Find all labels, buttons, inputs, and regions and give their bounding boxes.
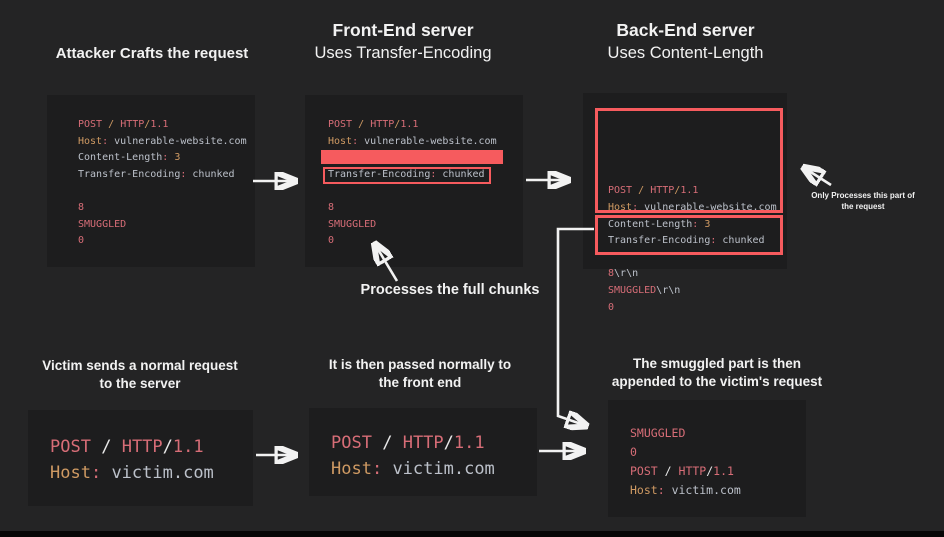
code-line: POST / HTTP/1.1 — [328, 119, 419, 130]
code-line — [328, 183, 523, 200]
code-line: Content-Length: 3 — [78, 152, 181, 164]
backend-column-subtitle: Uses Content-Length — [607, 44, 764, 62]
code-line: SMUGGLED — [78, 218, 127, 230]
victim-request-label-line2: to the server — [99, 375, 181, 391]
code-line: Transfer-Encoding: chunked — [608, 235, 765, 247]
only-processes-annotation: Only Processes this part of the request — [798, 190, 928, 212]
code-line: 8 — [328, 201, 335, 213]
victim-request-label-line1: Victim sends a normal request — [42, 358, 238, 373]
passed-normally-label-line2: the front end — [378, 374, 462, 390]
frontend-column-title: Front-End server — [332, 20, 474, 40]
bottom-black-strip — [0, 531, 944, 537]
passed-normally-label: It is then passed normally to the front … — [308, 356, 532, 391]
code-line: Host: victim.com — [630, 483, 741, 497]
code-line — [321, 150, 523, 167]
smuggled-appended-label: The smuggled part is then appended to th… — [592, 355, 842, 390]
code-line: POST / HTTP/1.1 — [78, 119, 169, 130]
code-line: Host: vulnerable-website.com — [608, 201, 777, 213]
code-line: 0 — [78, 235, 85, 247]
smuggled-appended-label-line2: appended to the victim's request — [611, 373, 823, 389]
code-line: Transfer-Encoding: chunked — [323, 166, 523, 184]
code-line: 0 — [608, 301, 615, 313]
only-processes-annotation-line1: Only Processes this part of — [811, 191, 915, 200]
code-line: POST / HTTP/1.1 — [630, 464, 734, 478]
processes-full-chunks-annotation: Processes the full chunks — [360, 282, 540, 298]
code-line: Host: vulnerable-website.com — [78, 135, 247, 147]
code-line: SMUGGLED — [328, 218, 377, 230]
code-line: 0 — [630, 445, 637, 459]
code-line — [608, 250, 787, 267]
code-line: Content-Length: 3 — [608, 218, 711, 230]
only-processes-annotation-line2: the request — [841, 202, 885, 211]
code-line: 0 — [328, 235, 335, 247]
code-line: SMUGGLED\r\n — [608, 284, 681, 296]
code-line: Host: vulnerable-website.com — [328, 135, 497, 147]
code-line: 8\r\n — [608, 268, 639, 280]
arrow-only-processes — [806, 169, 832, 185]
code-line: Host: victim.com — [50, 462, 214, 483]
code-line: POST / HTTP/1.1 — [608, 185, 699, 197]
frontend-column-subtitle: Uses Transfer-Encoding — [314, 44, 492, 62]
redacted-line-highlight — [321, 150, 503, 165]
code-line: SMUGGLED — [630, 426, 686, 440]
smuggled-appended-label-line1: The smuggled part is then — [632, 356, 802, 371]
code-line: Transfer-Encoding: chunked — [78, 168, 235, 180]
victim-request-label: Victim sends a normal request to the ser… — [25, 357, 255, 392]
code-line — [78, 183, 255, 200]
passed-normally-label-line1: It is then passed normally to — [328, 357, 512, 372]
code-line: 8 — [78, 201, 85, 213]
code-line: Host: victim.com — [331, 458, 495, 479]
attacker-column-heading: Attacker Crafts the request — [55, 45, 249, 62]
backend-column-title: Back-End server — [616, 20, 755, 40]
code-line: POST / HTTP/1.1 — [331, 433, 485, 453]
boxed-line-highlight: Transfer-Encoding: chunked — [323, 166, 491, 184]
code-line: POST / HTTP/1.1 — [50, 437, 204, 457]
